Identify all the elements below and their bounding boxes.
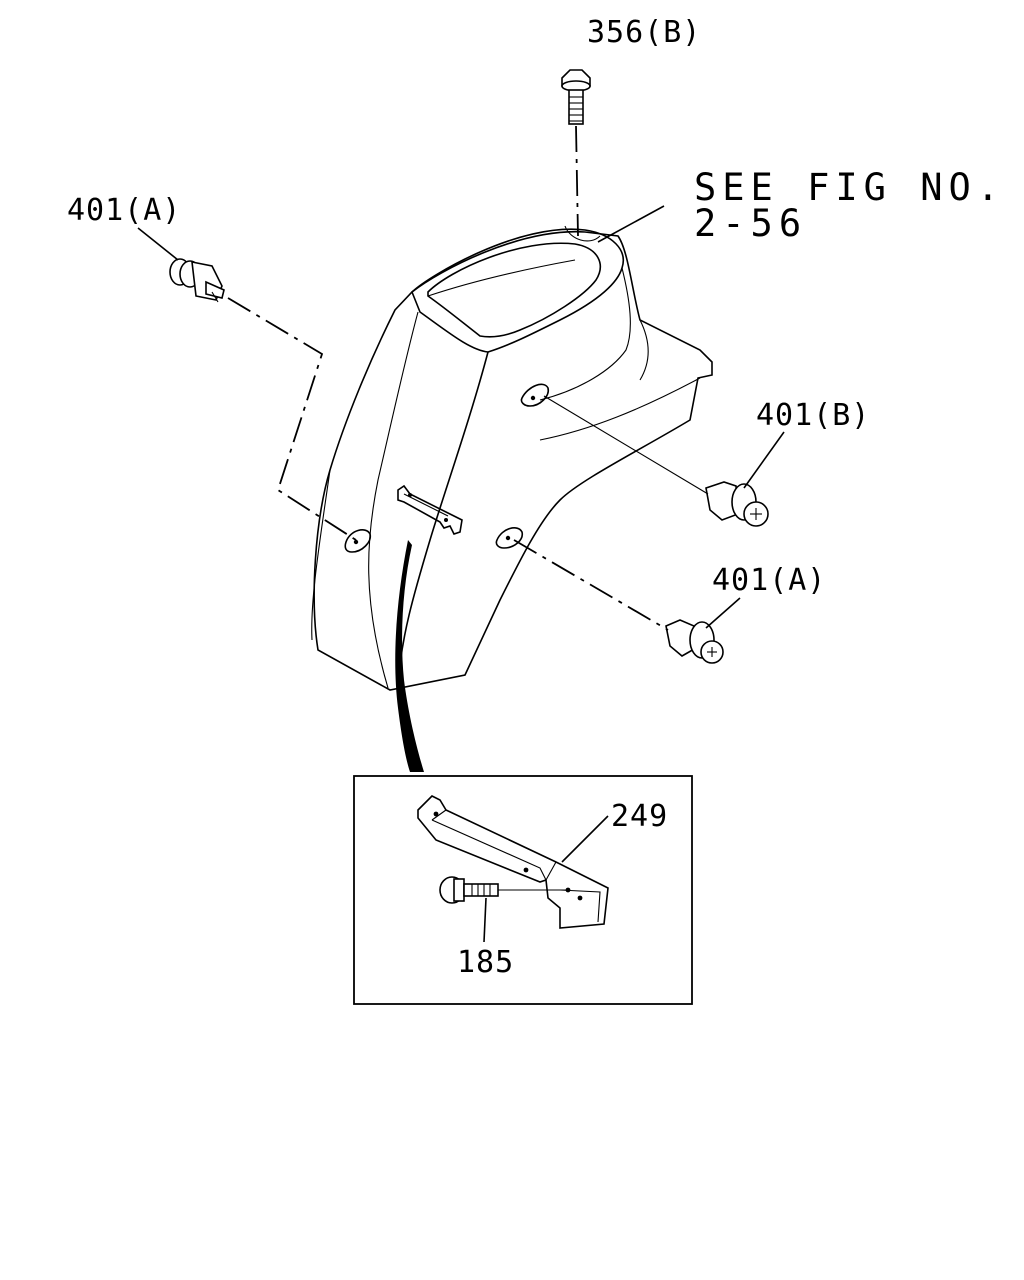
label-clip-401a-left: 401(A)	[67, 193, 181, 228]
detail-pointer	[395, 540, 424, 772]
label-see-fig-line2: 2-56	[694, 202, 807, 245]
screw-185	[439, 876, 499, 904]
clip-401b-leader	[543, 395, 709, 495]
clip-401b-right	[705, 481, 769, 527]
label-see-fig-line1: SEE FIG NO.	[694, 166, 1005, 209]
console-housing	[311, 225, 713, 691]
screw-185-callout-line	[483, 897, 487, 943]
bracket-249	[417, 795, 609, 929]
label-clip-401b: 401(B)	[756, 398, 870, 433]
clip-401a-right	[665, 619, 724, 664]
label-clip-401a-right: 401(A)	[712, 563, 826, 598]
label-bolt-356b: 356(B)	[587, 15, 701, 50]
clip-401a-right-leader	[513, 539, 669, 631]
bracket-in-housing	[397, 484, 463, 535]
bracket-249-callout-line	[561, 815, 609, 863]
label-screw-185: 185	[457, 945, 514, 980]
mounting-hole-left	[344, 529, 372, 553]
see-fig-leader	[597, 205, 665, 243]
clip-401b-callout-line	[743, 431, 785, 489]
bolt-356b	[561, 69, 591, 125]
clip-401a-left-leader	[227, 297, 357, 541]
clip-401a-left	[169, 258, 225, 303]
bolt-356b-leader	[575, 125, 579, 237]
clip-401a-left-callout-line	[137, 227, 179, 261]
label-bracket-249: 249	[611, 799, 668, 834]
mounting-hole-upper	[520, 383, 550, 407]
clip-401a-right-callout-line	[705, 597, 741, 629]
